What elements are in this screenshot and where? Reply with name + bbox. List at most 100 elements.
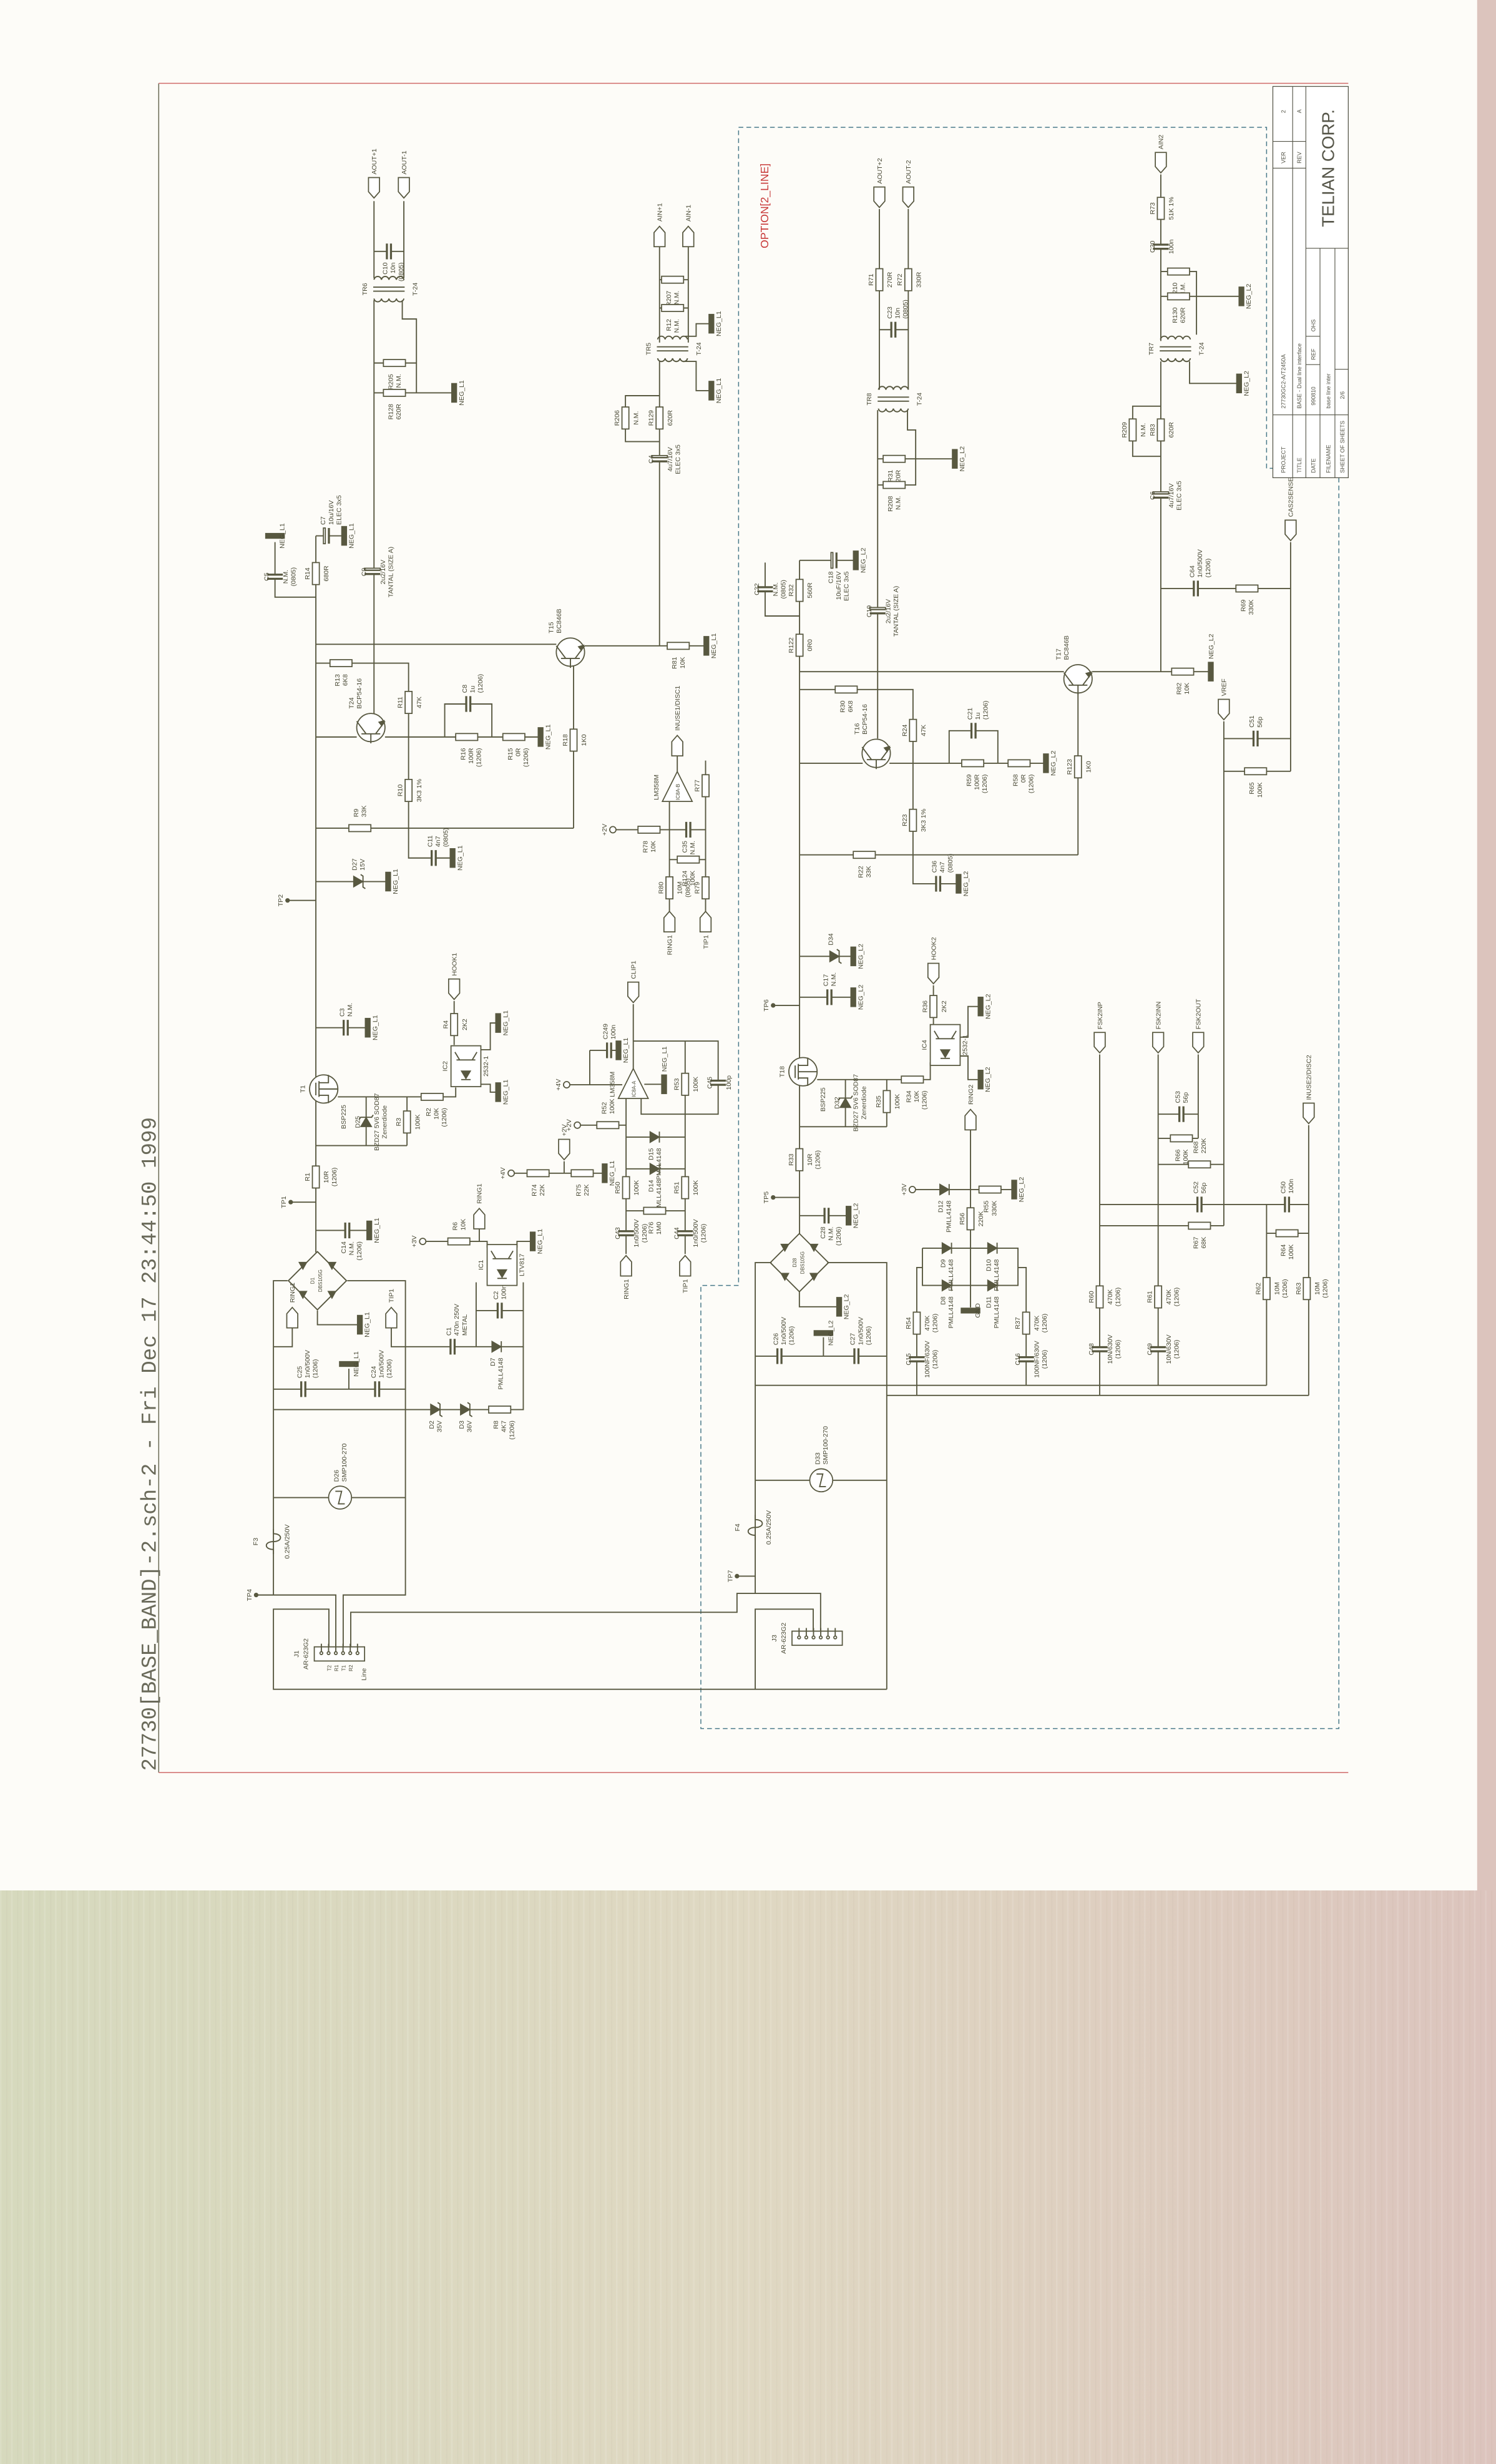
label-value: 100R [974, 774, 981, 790]
label-value: N.M. [673, 291, 681, 305]
label-value: N.M. [830, 972, 838, 986]
label-note: (1206) [835, 1226, 843, 1246]
label-ref: R58 [1012, 774, 1019, 786]
label-value: 620R [667, 410, 674, 426]
label-note: (1206) [508, 1420, 516, 1440]
tb-ver-label: VER [1281, 152, 1287, 164]
test-point-tp7: TP7 [726, 1570, 740, 1582]
ground-net-n29: NEG_L2 [977, 994, 992, 1019]
label-ref: AIN2 [1158, 135, 1165, 150]
label-value: 220K [1200, 1138, 1208, 1153]
connector-pin-label: R1 [334, 1665, 340, 1671]
label-ref: C10 [382, 262, 389, 275]
label-ref: R75 [575, 1184, 582, 1196]
tb-title-label: TITLE [1296, 457, 1303, 473]
label-note: (1206) [814, 1150, 822, 1170]
label-value: 100R [467, 748, 475, 764]
label-ref: TIP1 [682, 1279, 690, 1293]
label-value: AR-623G2 [780, 1623, 788, 1654]
ground-net-n10: NEG_L1 [495, 1010, 509, 1035]
label-note: TANTAL (SIZE A) [387, 547, 394, 597]
label-value: 3K3 1% [416, 778, 423, 802]
neg-bar-icon [495, 1013, 501, 1033]
label-value: BSP225 [819, 1087, 827, 1112]
label-ref: C45 [706, 1077, 714, 1089]
plot-header: 27730[BASE_BAND]-2.sch-2 - Fri Dec 17 23… [138, 1117, 162, 1771]
supply-v-4a: +4V [555, 1079, 570, 1091]
label-ref: R22 [857, 866, 864, 878]
label-ref: NEG_L2 [1018, 1177, 1025, 1203]
label-ref: TP5 [763, 1191, 770, 1203]
label-value: 15V [359, 859, 366, 871]
ground-net-n12: NEG_L1 [366, 1218, 381, 1243]
label-ref: C14 [340, 1241, 348, 1254]
label-ref: C6 [1149, 491, 1156, 500]
label-value: N.M. [282, 570, 290, 584]
label-ref: R37 [1014, 1317, 1022, 1329]
neg-bar-icon [602, 1163, 608, 1183]
label-value: 680R [323, 565, 330, 582]
port-p-fsk2inp: FSK2INP [1093, 1002, 1106, 1054]
label-value: PMLL4148 [993, 1259, 1000, 1291]
label-note: (1206) [1322, 1279, 1329, 1298]
title-block: PROJECT 27730GC2-A/T2450A VER 2 TITLE BA… [1272, 86, 1349, 479]
ground-net-n4: NEG_L1 [703, 633, 718, 658]
label-value: 0R [514, 748, 522, 756]
label-note: (1206) [932, 1350, 939, 1369]
label-ref: RING1 [623, 1279, 630, 1299]
ground-net-n34: NEG_L2 [1011, 1177, 1025, 1203]
wire [316, 1310, 360, 1326]
neg-bar-icon [853, 550, 859, 570]
wire [633, 1040, 719, 1115]
port-p-tip1a: TIP1 [699, 911, 712, 949]
label-note: (1206) [475, 748, 482, 768]
label-value: N.M. [673, 319, 681, 333]
tb-sheet-label: SHEET OF SHEETS [1339, 421, 1346, 473]
label-value: 6K8 [847, 700, 854, 712]
label-note: (1206) [441, 1108, 448, 1127]
neg-bar-icon [836, 1297, 843, 1317]
neg-bar-icon [385, 871, 391, 892]
label-note: (0805) [947, 854, 954, 873]
label-value: 6K8 [341, 674, 349, 686]
label-value: BSP225 [340, 1105, 348, 1129]
label-value: 56p [1256, 716, 1264, 728]
test-point-tp1: TP1 [280, 1196, 293, 1208]
label-note: (1206) [641, 1224, 648, 1243]
label-ref: R123 [1066, 759, 1073, 775]
label-ref: IC8A-A [631, 1080, 637, 1097]
label-value: 4K7 [501, 1420, 508, 1432]
label-value: N.M. [632, 411, 640, 425]
label-ref: R52 [600, 1102, 608, 1115]
ground-net-n5b: NEG_L1 [708, 378, 723, 403]
label-ref: R82 [1175, 683, 1183, 695]
label-ref: D25 [354, 1116, 362, 1128]
label-ref: R54 [905, 1317, 912, 1329]
label-ref: R128 [387, 404, 394, 419]
resistor-r77: R77 [693, 774, 710, 798]
label-ref: R30 [839, 700, 846, 713]
label-ref: NEG_L2 [853, 1203, 860, 1228]
label-note: ELEC 3x5 [1176, 481, 1183, 511]
label-value: 270R [886, 271, 894, 288]
port-p-clip1: CLIP1 [627, 961, 640, 1004]
